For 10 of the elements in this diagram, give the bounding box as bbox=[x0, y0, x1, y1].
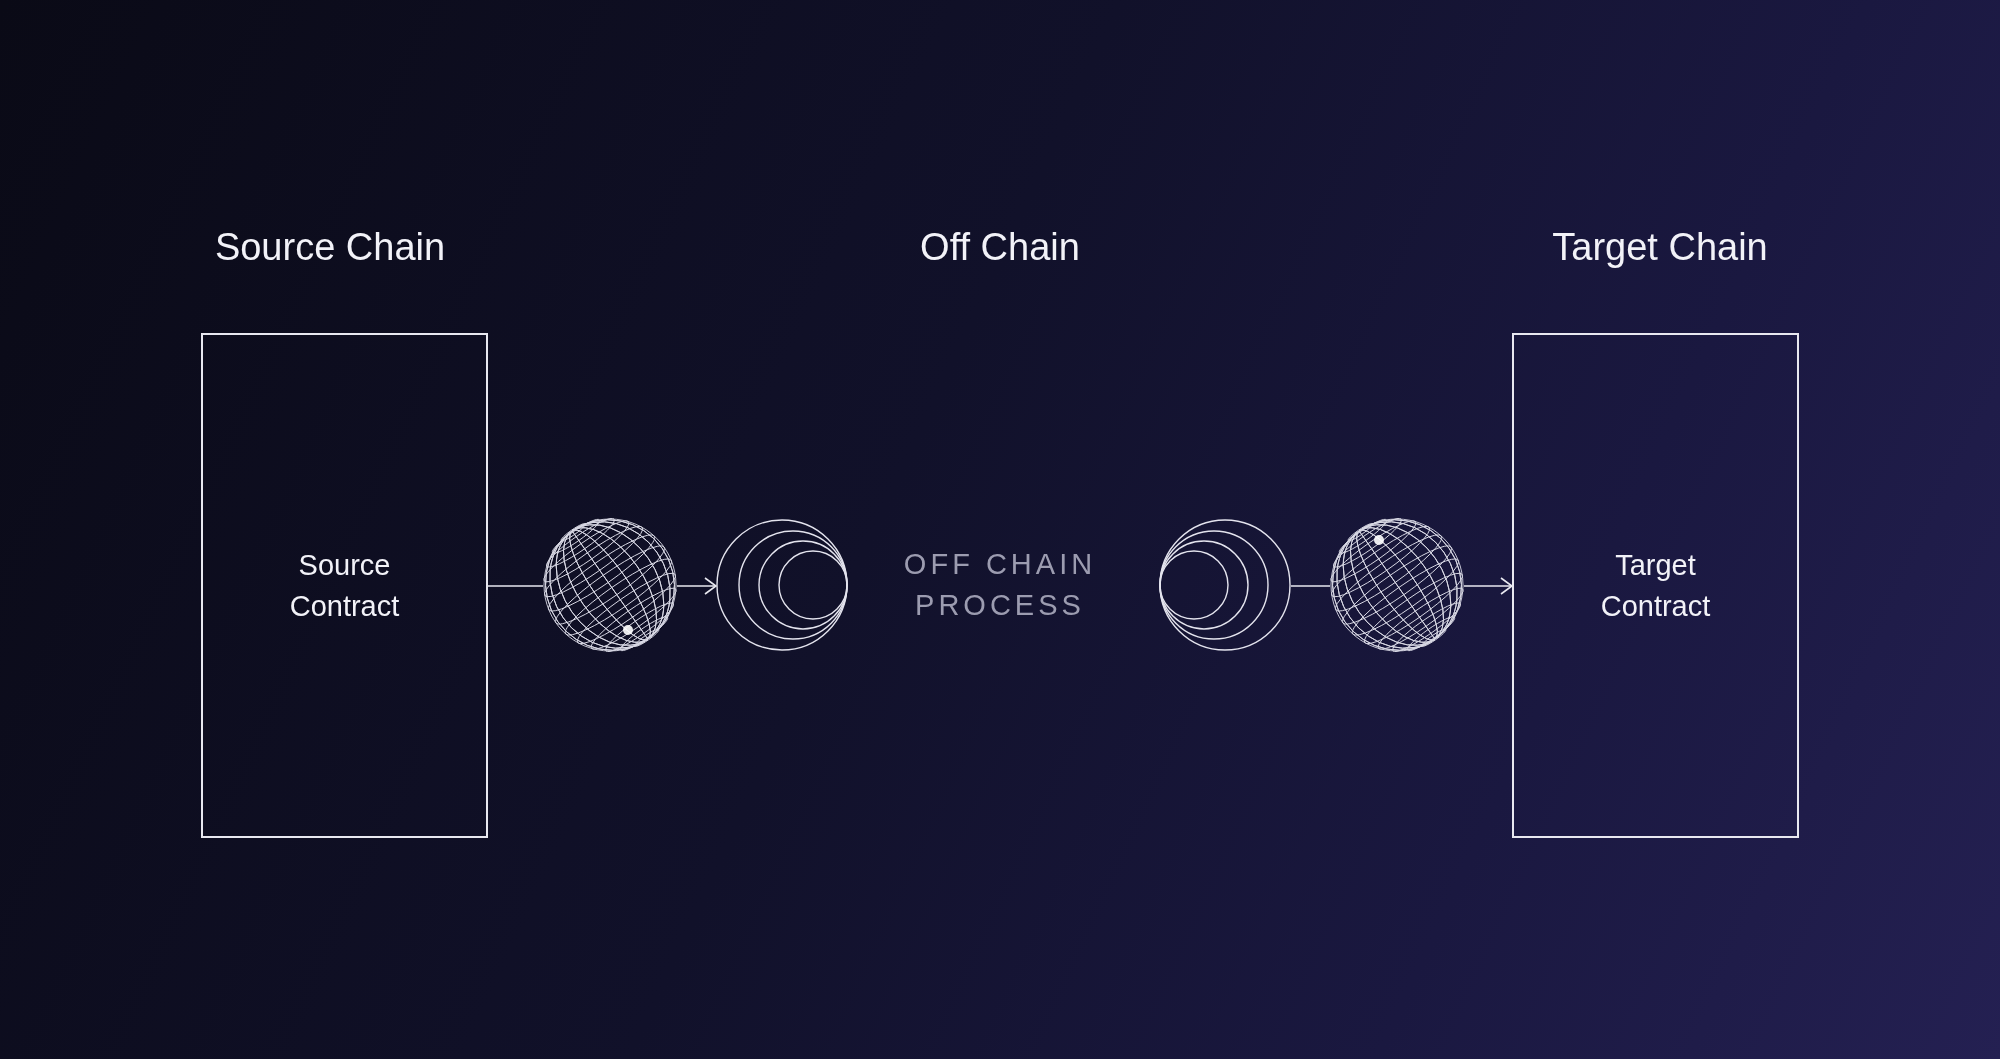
column-heading: Target Chain bbox=[1551, 225, 1769, 270]
connector-arrow bbox=[1463, 577, 1513, 595]
contract-label: Source Contract bbox=[288, 547, 401, 624]
process-label: OFF CHAIN PROCESS bbox=[902, 547, 1098, 623]
column-heading: Source Chain bbox=[213, 225, 447, 270]
contract-box bbox=[201, 333, 488, 838]
column-heading: Off Chain bbox=[919, 225, 1081, 270]
connector-arrow bbox=[676, 577, 717, 595]
contract-box bbox=[1512, 333, 1799, 838]
contract-label: Target Contract bbox=[1599, 547, 1712, 624]
